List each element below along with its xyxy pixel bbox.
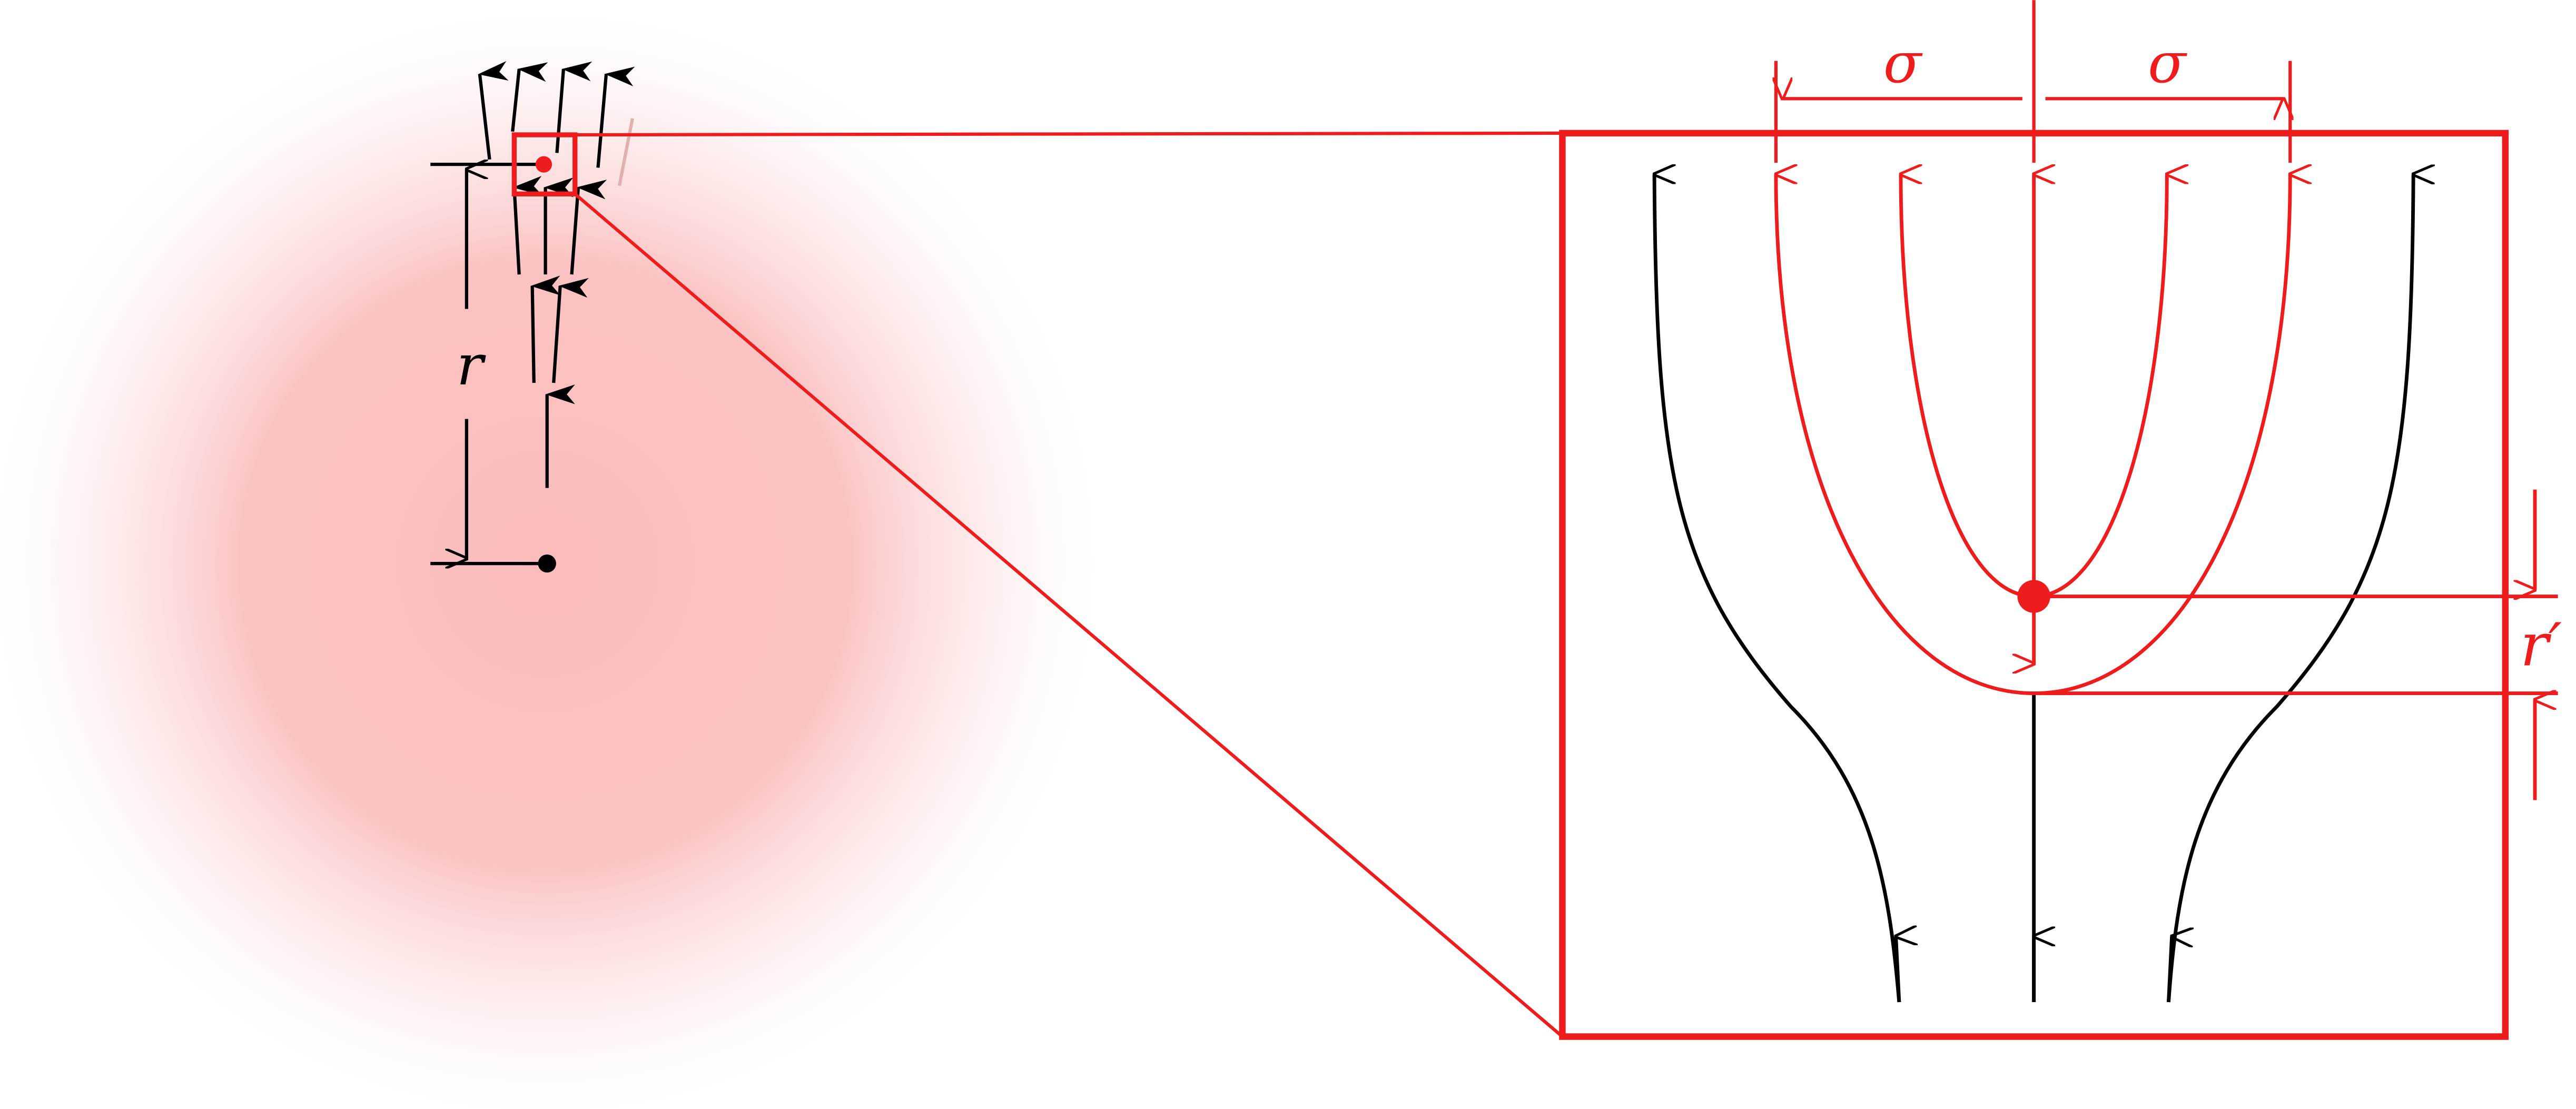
flow-arrow: [511, 62, 548, 132]
flow-arrow: [530, 275, 560, 383]
sigma-dimension: [1776, 0, 2290, 163]
streamline-left: [1652, 174, 1901, 1003]
r-label: r: [457, 333, 486, 398]
flow-arrow: [552, 278, 589, 383]
sigma-left-label: σ: [1883, 31, 1923, 96]
flow-arrow: [555, 61, 593, 153]
streamline-right: [2167, 174, 2413, 1003]
faint-flow-line: [617, 118, 634, 186]
inflow-arrow: [2166, 936, 2172, 1003]
zoom-connector-bottom: [574, 192, 1564, 1038]
zoom-connector-top: [575, 131, 1563, 137]
zoom-source-box: [511, 132, 578, 197]
inner-streamlines: [1774, 174, 2558, 800]
flow-arrow: [570, 180, 607, 275]
sigma-right-label: σ: [2148, 31, 2187, 96]
inflow-arrow: [1896, 936, 1899, 1003]
flow-arrow: [478, 61, 509, 160]
outer-streamlines: [1652, 174, 2413, 1003]
stagnation-point: [2017, 580, 2050, 613]
halo-flow-arrows: [478, 61, 635, 488]
radius-r-indicator: [430, 164, 547, 563]
flow-arrow: [596, 66, 635, 168]
center-point: [538, 554, 556, 573]
flow-arrow: [512, 176, 543, 275]
r-prime-label: r′: [2520, 611, 2562, 680]
stagnation-point-small: [535, 156, 552, 173]
